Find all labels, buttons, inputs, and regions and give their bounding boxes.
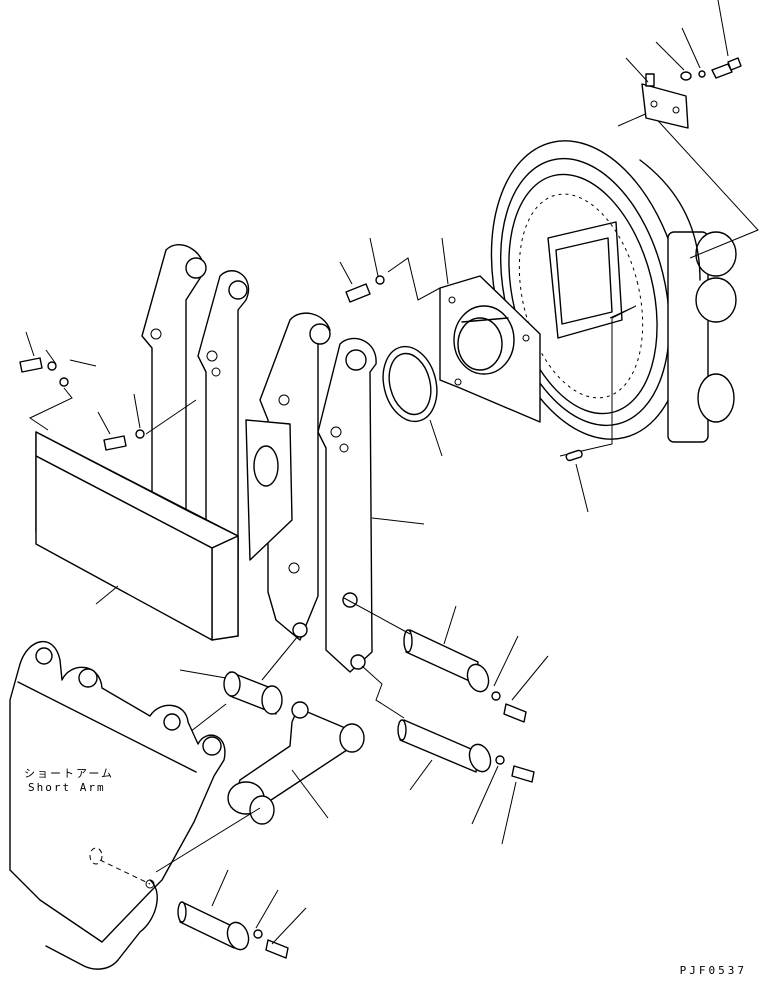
short-arm: [9, 641, 226, 970]
bearing-bracket: [439, 275, 541, 423]
arm-plate-front: [317, 337, 377, 673]
leader-gear-1: [617, 111, 759, 259]
arm-plate-mid-rear: [197, 270, 250, 561]
arm-plate-rear: [141, 244, 207, 513]
leader-gear-2: [559, 305, 637, 457]
pin-upper: [403, 629, 490, 693]
retainer-plate: [641, 73, 689, 129]
bolt-left-2: [103, 435, 127, 451]
link-assembly: [227, 701, 365, 825]
pin-lower: [397, 719, 492, 773]
arm-mid-bracket: [245, 419, 293, 561]
seal-ring: [382, 345, 438, 423]
dowel-pin: [565, 449, 583, 462]
arm-plate-inner: [259, 312, 331, 641]
cover-panel: [35, 431, 239, 641]
short-arm-label-jp: ショートアーム: [24, 767, 115, 780]
bolt-washer-top-right: [680, 57, 742, 81]
short-arm-label-en: Short Arm: [28, 781, 106, 794]
bolt-bracket: [345, 283, 371, 303]
bolt-pin-lower: [511, 765, 535, 783]
drawing-code: PJF0537: [679, 964, 747, 977]
pin-bottom: [177, 901, 250, 951]
bushing: [223, 671, 283, 715]
swing-gear-assembly: [490, 140, 737, 443]
bolt-left-1: [19, 357, 43, 373]
bolt-pin-upper: [503, 703, 527, 723]
bolt-bottom: [265, 939, 289, 959]
